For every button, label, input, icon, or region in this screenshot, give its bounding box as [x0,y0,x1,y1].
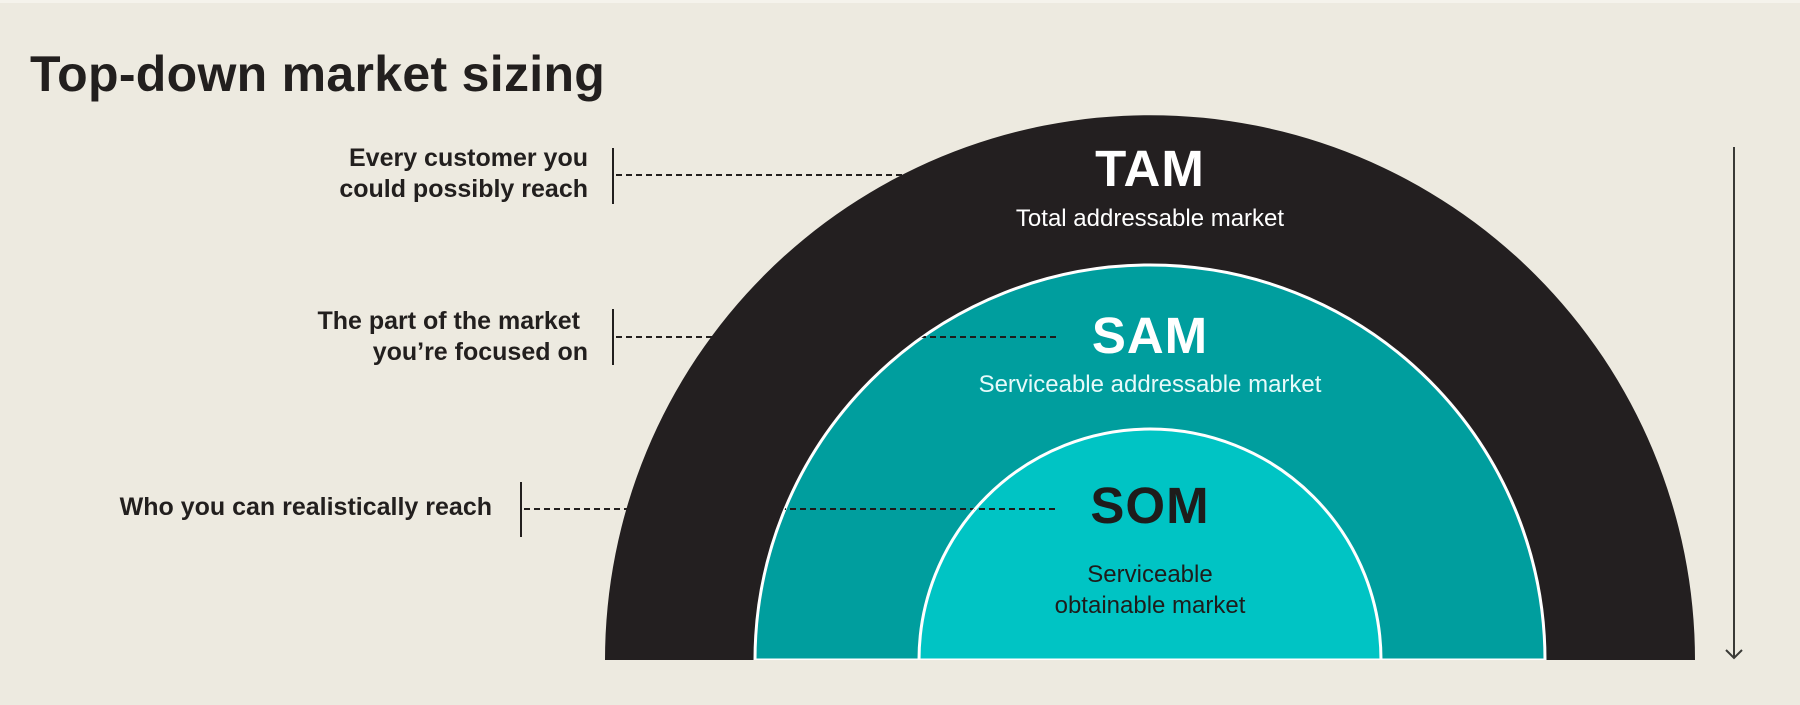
sam-abbr: SAM [1091,307,1209,364]
sam-label: SAM Serviceable addressable market [979,308,1322,400]
tam-abbr: TAM [1095,140,1205,197]
sam-callout-line-1: The part of the market [317,307,580,335]
som-full-name-line-2: obtainable market [1054,592,1246,619]
tam-callout-line-1: Every customer you [349,144,588,172]
som-abbr: SOM [1090,477,1210,534]
page-title: Top-down market sizing [30,46,606,102]
sam-callout: The part of the market you’re focused on [317,306,588,368]
som-callout-line-1: Who you can realistically reach [119,493,492,521]
som-arc [917,427,1383,662]
sam-full-name: Serviceable addressable market [978,371,1322,398]
tam-label: TAM Total addressable market [1016,141,1284,234]
tam-callout: Every customer you could possibly reach [339,143,588,205]
som-label: SOM Serviceable obtainable market [1055,478,1246,621]
tam-callout-line-2: could possibly reach [339,175,588,203]
som-callout: Who you can realistically reach [120,492,492,523]
sam-callout-line-2: you’re focused on [372,338,588,366]
som-full-name-line-1: Serviceable [1087,561,1213,588]
top-edge-strip [0,0,1800,3]
tam-full-name: Total addressable market [1015,205,1285,232]
arrow-down-icon [1725,147,1743,660]
